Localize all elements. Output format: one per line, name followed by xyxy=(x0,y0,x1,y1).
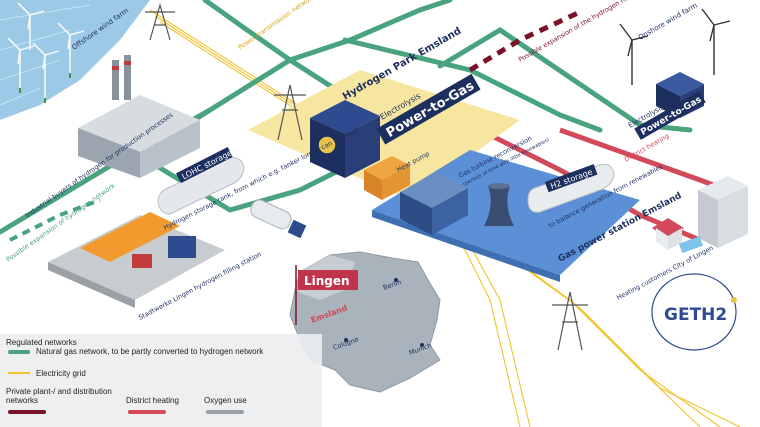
pylon-bottom xyxy=(552,291,588,351)
lingen-flag: Lingen xyxy=(295,265,358,325)
label-onshore: Onshore wind farm xyxy=(637,1,699,41)
pylon-top xyxy=(145,2,175,41)
electrolysis-building xyxy=(310,100,380,134)
legend-oxygen-swatch xyxy=(206,410,244,414)
pool xyxy=(678,236,703,254)
cooling-tower xyxy=(484,186,514,226)
apartment-block xyxy=(698,176,748,200)
gas-expansion-left xyxy=(9,198,101,242)
label-lingen: Lingen xyxy=(304,274,350,288)
legend-gas-swatch xyxy=(8,350,30,354)
gas-turbine-building xyxy=(400,172,468,208)
legend-electricity-swatch xyxy=(8,372,30,374)
offshore-turbine-bases xyxy=(19,73,71,103)
car xyxy=(132,254,152,268)
city-dot-berlin xyxy=(394,278,398,282)
pylon-park xyxy=(274,84,306,141)
sea xyxy=(0,0,150,120)
onshore-turbines xyxy=(619,8,731,85)
tanker-lorry xyxy=(250,199,292,230)
hydrogen-logo-icon xyxy=(317,135,337,155)
legend-electricity-label: Electricity grid xyxy=(36,369,86,378)
label-heating-customers: Heating customers City of Lingen xyxy=(615,244,715,302)
city-dot-munich xyxy=(420,343,424,347)
legend-private-label: Private plant-/ and distribution network… xyxy=(6,387,112,405)
city-dot-cologne xyxy=(344,338,348,342)
heat-pump xyxy=(364,156,410,180)
legend-district-swatch xyxy=(128,410,166,414)
logo-text: GETH2 xyxy=(664,305,727,325)
geth2-logo: GETH2 xyxy=(651,273,737,351)
legend-private-swatch xyxy=(8,410,46,414)
h2-storage-tank xyxy=(527,163,615,213)
legend-regulated-heading: Regulated networks xyxy=(6,338,77,347)
label-power-transmission: Power transmission network xyxy=(237,0,317,52)
industrial-factory xyxy=(78,95,200,152)
private-expansion-top xyxy=(468,9,582,73)
legend-district-label: District heating xyxy=(126,396,179,405)
lohc-storage-tank xyxy=(157,157,245,215)
legend-oxygen-label: Oxygen use xyxy=(204,396,247,405)
filling-station-canopy xyxy=(80,212,180,262)
legend-gas-label: Natural gas network, to be partly conver… xyxy=(36,347,264,356)
legend: Regulated networks Natural gas network, … xyxy=(0,334,322,427)
offshore-turbines xyxy=(7,2,85,100)
